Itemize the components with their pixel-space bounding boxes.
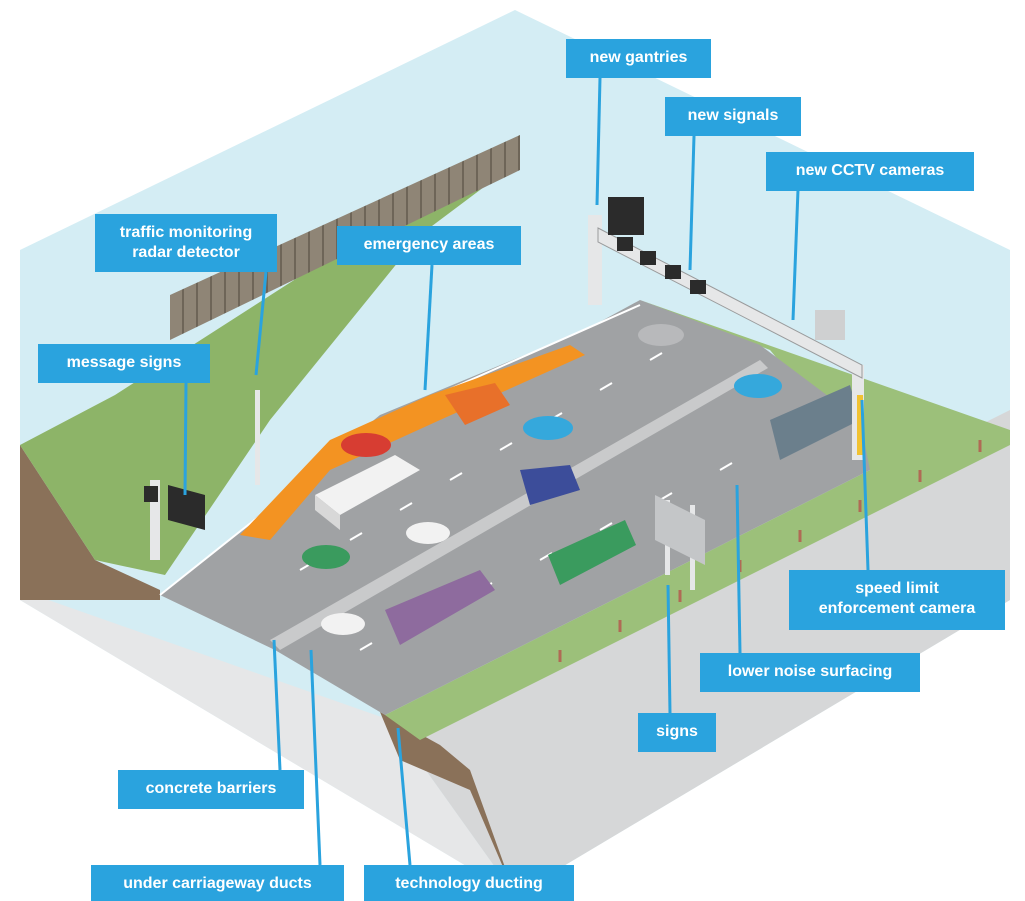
callout-emergency-areas: emergency areas: [337, 226, 521, 265]
callout-new-signals: new signals: [665, 97, 801, 136]
callout-speed-line-2: enforcement camera: [818, 600, 976, 617]
ground-base-right: [390, 410, 1010, 895]
message-sign-structure: [144, 480, 205, 560]
callout-concrete-barriers: concrete barriers: [118, 770, 304, 809]
callout-speed-line-1: speed limit: [855, 580, 939, 597]
callout-new-gantries: new gantries: [566, 39, 711, 78]
callout-technology-ducting: technology ducting: [364, 865, 574, 901]
callout-new-cctv-cameras: new CCTV cameras: [766, 152, 974, 191]
callout-radar-line-1: traffic monitoring: [119, 224, 253, 241]
central-barrier: [270, 360, 768, 650]
ground-base-left: [20, 590, 515, 895]
callout-radar-line-2: radar detector: [132, 244, 240, 261]
callout-traffic-monitoring-radar-detector: traffic monitoring radar detector: [95, 214, 277, 272]
callout-under-carriageway-ducts: under carriageway ducts: [91, 865, 344, 901]
emergency-area: [240, 345, 585, 540]
soil-section-left: [20, 445, 160, 600]
soil-section-front: [380, 712, 515, 895]
callout-signs: signs: [638, 713, 716, 752]
signs-structure: [655, 495, 705, 590]
vehicles: [302, 324, 860, 645]
callout-speed-limit-enforcement-camera: speed limit enforcement camera: [789, 570, 1005, 630]
callout-message-signs: message signs: [38, 344, 210, 383]
radar-pole: [255, 390, 260, 485]
callout-lower-noise-surfacing: lower noise surfacing: [700, 653, 920, 692]
callout-leaders: [183, 77, 870, 866]
speed-camera-pole: [857, 395, 863, 455]
